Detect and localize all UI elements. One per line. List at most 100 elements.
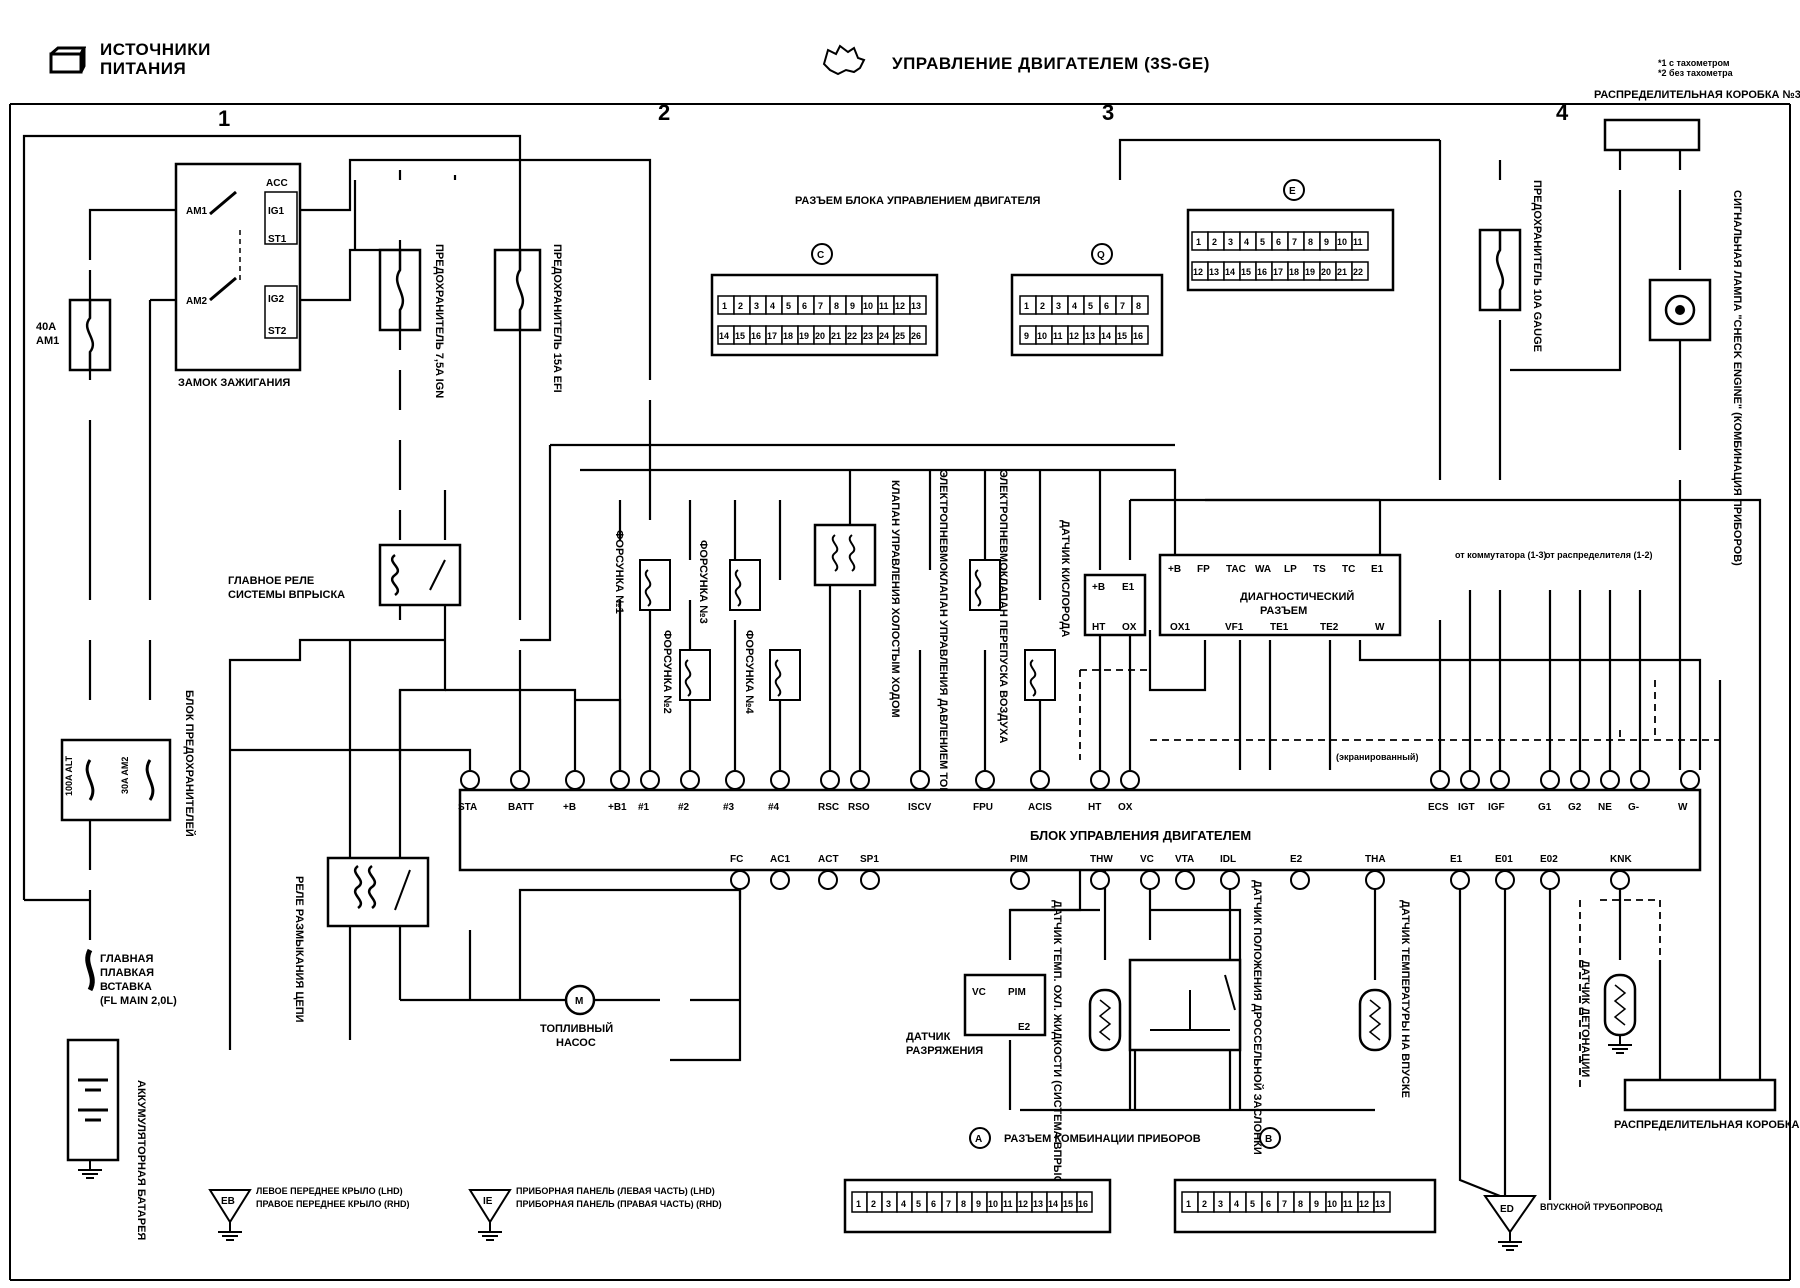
diag-pin-label: LP bbox=[1284, 564, 1297, 575]
connector-c-pin: 21 bbox=[831, 331, 841, 341]
connector-e-pin: 18 bbox=[1289, 267, 1299, 277]
ignition-switch-label: ЗАМОК ЗАЖИГАНИЯ bbox=[178, 377, 290, 389]
connector-c-pin: 23 bbox=[863, 331, 873, 341]
svg-text:E: E bbox=[1289, 186, 1296, 197]
connector-q-cell bbox=[1131, 295, 1149, 315]
svg-text:ST1: ST1 bbox=[268, 234, 287, 245]
ecu-pin-terminal bbox=[1290, 870, 1310, 890]
connector-e-pin: 14 bbox=[1225, 267, 1235, 277]
connector-b-pin: 8 bbox=[1298, 1199, 1303, 1209]
ecu-pin-terminal bbox=[910, 770, 930, 790]
connector-b-pin: 6 bbox=[1266, 1199, 1271, 1209]
ecu-pin-terminal bbox=[1090, 870, 1110, 890]
fuse-am1-label-1: 40A bbox=[36, 321, 56, 333]
ecu-pin-terminal bbox=[770, 770, 790, 790]
ecu-pin-terminal bbox=[975, 770, 995, 790]
connector-q-pin: 5 bbox=[1088, 301, 1093, 311]
diag-pin-label: TS bbox=[1313, 564, 1326, 575]
diag-pin-label: +B bbox=[1168, 564, 1181, 575]
connector-a-pin: 9 bbox=[976, 1199, 981, 1209]
ecu-pin-label-top: RSO bbox=[848, 802, 870, 813]
ecu-pin-label-top: W bbox=[1678, 802, 1688, 813]
main-fusible-link: ГЛАВНАЯ ПЛАВКАЯ ВСТАВКА (FL MAIN 2,0L) bbox=[85, 948, 177, 1007]
column-number-4: 4 bbox=[1556, 100, 1569, 125]
ecu-pin-terminal bbox=[1495, 870, 1515, 890]
connector-e-pin: 20 bbox=[1321, 267, 1331, 277]
ecu-pin-terminal bbox=[1460, 770, 1480, 790]
intake-air-temp-sensor: ДАТЧИК ТЕМПЕРАТУРЫ НА ВПУСКЕ bbox=[1358, 900, 1411, 1098]
main-relay: ГЛАВНОЕ РЕЛЕ СИСТЕМЫ ВПРЫСКА bbox=[228, 543, 462, 607]
connector-c-pin: 3 bbox=[754, 301, 759, 311]
fuel-pump-label-2: НАСОС bbox=[556, 1037, 596, 1049]
ecu-pin-terminal bbox=[1140, 870, 1160, 890]
column-number-1: 1 bbox=[218, 106, 231, 131]
connector-e-cell bbox=[1351, 231, 1369, 251]
svg-text:ГЛАВНАЯ: ГЛАВНАЯ bbox=[100, 953, 153, 965]
svg-text:ФОРСУНКА №2: ФОРСУНКА №2 bbox=[661, 630, 673, 714]
ecu-pin-label-bottom: E1 bbox=[1450, 854, 1463, 865]
ecu-pin-terminal bbox=[1630, 770, 1650, 790]
connector-c-pin: 1 bbox=[722, 301, 727, 311]
ecu-pin-terminal bbox=[860, 870, 880, 890]
ecu-pin-label-bottom: FC bbox=[730, 854, 743, 865]
ecu-pin-label-top: ACIS bbox=[1028, 802, 1052, 813]
connector-c-cell bbox=[909, 295, 927, 315]
injector-3: ФОРСУНКА №3 bbox=[697, 540, 761, 624]
connector-c-pin: 7 bbox=[818, 301, 823, 311]
connector-e-pin: 3 bbox=[1228, 237, 1233, 247]
ecu-pin-terminal bbox=[1030, 770, 1050, 790]
ecu-pin-terminal bbox=[510, 770, 530, 790]
fuse-am2-label: 30A AM2 bbox=[120, 757, 130, 794]
ecu-pin-label-bottom: KNK bbox=[1610, 854, 1632, 865]
ignition-switch: ACC IG1 ST1 IG2 ST2 AM1 AM2 ЗАМОК ЗАЖИГА… bbox=[174, 162, 302, 389]
connector-e-pin: 17 bbox=[1273, 267, 1283, 277]
connector-a-pin: 3 bbox=[886, 1199, 891, 1209]
coolant-temp-sensor: ДАТЧИК ТЕМП. ОХЛ. ЖИДКОСТИ (СИСТЕМА ВПРЫ… bbox=[1051, 900, 1122, 1202]
connector-b-cell bbox=[1373, 1191, 1391, 1213]
connector-q-pin: 4 bbox=[1072, 301, 1077, 311]
connector-a-pin: 10 bbox=[988, 1199, 998, 1209]
connector-e-pin: 6 bbox=[1276, 237, 1281, 247]
connector-c-pin: 12 bbox=[895, 301, 905, 311]
ecu-pin-terminal bbox=[1680, 770, 1700, 790]
connector-q-pin: 13 bbox=[1085, 331, 1095, 341]
svg-text:ПРАВОЕ ПЕРЕДНЕЕ КРЫЛО (RHD): ПРАВОЕ ПЕРЕДНЕЕ КРЫЛО (RHD) bbox=[256, 1199, 409, 1209]
svg-text:ПРЕДОХРАНИТЕЛЬ 15A EFI: ПРЕДОХРАНИТЕЛЬ 15A EFI bbox=[551, 244, 563, 393]
svg-text:ACC: ACC bbox=[266, 178, 288, 189]
connector-c-pin: 22 bbox=[847, 331, 857, 341]
connector-b-pin: 12 bbox=[1359, 1199, 1369, 1209]
svg-text:от распределителя (1-2): от распределителя (1-2) bbox=[1545, 550, 1652, 560]
injector-2: ФОРСУНКА №2 bbox=[661, 630, 711, 714]
vsv-air-bypass: ЭЛЕКТРОПНЕВМОКЛАПАН ПЕРЕПУСКА ВОЗДУХА bbox=[997, 470, 1056, 743]
diag-label-2: РАЗЪЕМ bbox=[1260, 605, 1307, 617]
connector-e-pin: 7 bbox=[1292, 237, 1297, 247]
svg-text:ПРИБОРНАЯ ПАНЕЛЬ (ЛЕВАЯ ЧАСТЬ): ПРИБОРНАЯ ПАНЕЛЬ (ЛЕВАЯ ЧАСТЬ) (LHD) bbox=[516, 1186, 715, 1196]
connector-e-pin: 10 bbox=[1337, 237, 1347, 247]
main-relay-label-2: СИСТЕМЫ ВПРЫСКА bbox=[228, 589, 345, 601]
connector-b-pin: 9 bbox=[1314, 1199, 1319, 1209]
ecu-pin-label-bottom: THA bbox=[1365, 854, 1386, 865]
ecu-pin-label-top: IGF bbox=[1488, 802, 1505, 813]
ecu-pin-label-top: G2 bbox=[1568, 802, 1582, 813]
ecu-pin-label-top: RSC bbox=[818, 802, 839, 813]
ground-eb: EB ЛЕВОЕ ПЕРЕДНЕЕ КРЫЛО (LHD) ПРАВОЕ ПЕР… bbox=[208, 1186, 409, 1241]
connector-e-pin: 13 bbox=[1209, 267, 1219, 277]
svg-text:ЛЕВОЕ ПЕРЕДНЕЕ КРЫЛО (LHD): ЛЕВОЕ ПЕРЕДНЕЕ КРЫЛО (LHD) bbox=[256, 1186, 403, 1196]
connector-e-pin: 15 bbox=[1241, 267, 1251, 277]
ecu-pin-label-bottom: AC1 bbox=[770, 854, 790, 865]
injector-4: ФОРСУНКА №4 bbox=[743, 630, 801, 715]
connector-a-pin: 16 bbox=[1078, 1199, 1088, 1209]
svg-text:A: A bbox=[975, 1134, 982, 1145]
diag-pin-label: FP bbox=[1197, 564, 1210, 575]
ecu-pin-label-top: BATT bbox=[508, 802, 534, 813]
ground-ed: ED ВПУСКНОЙ ТРУБОПРОВОД bbox=[1483, 1195, 1663, 1251]
ecu-pin-label-bottom: PIM bbox=[1010, 854, 1028, 865]
diag-pin-label: TAC bbox=[1226, 564, 1246, 575]
idle-control-valve: КЛАПАН УПРАВЛЕНИЯ ХОЛОСТЫМ ХОДОМ bbox=[813, 480, 901, 718]
svg-text:ДАТЧИК КИСЛОРОДА: ДАТЧИК КИСЛОРОДА bbox=[1059, 520, 1071, 637]
engine-icon bbox=[820, 42, 866, 78]
ecu-pin-terminal bbox=[1610, 870, 1630, 890]
